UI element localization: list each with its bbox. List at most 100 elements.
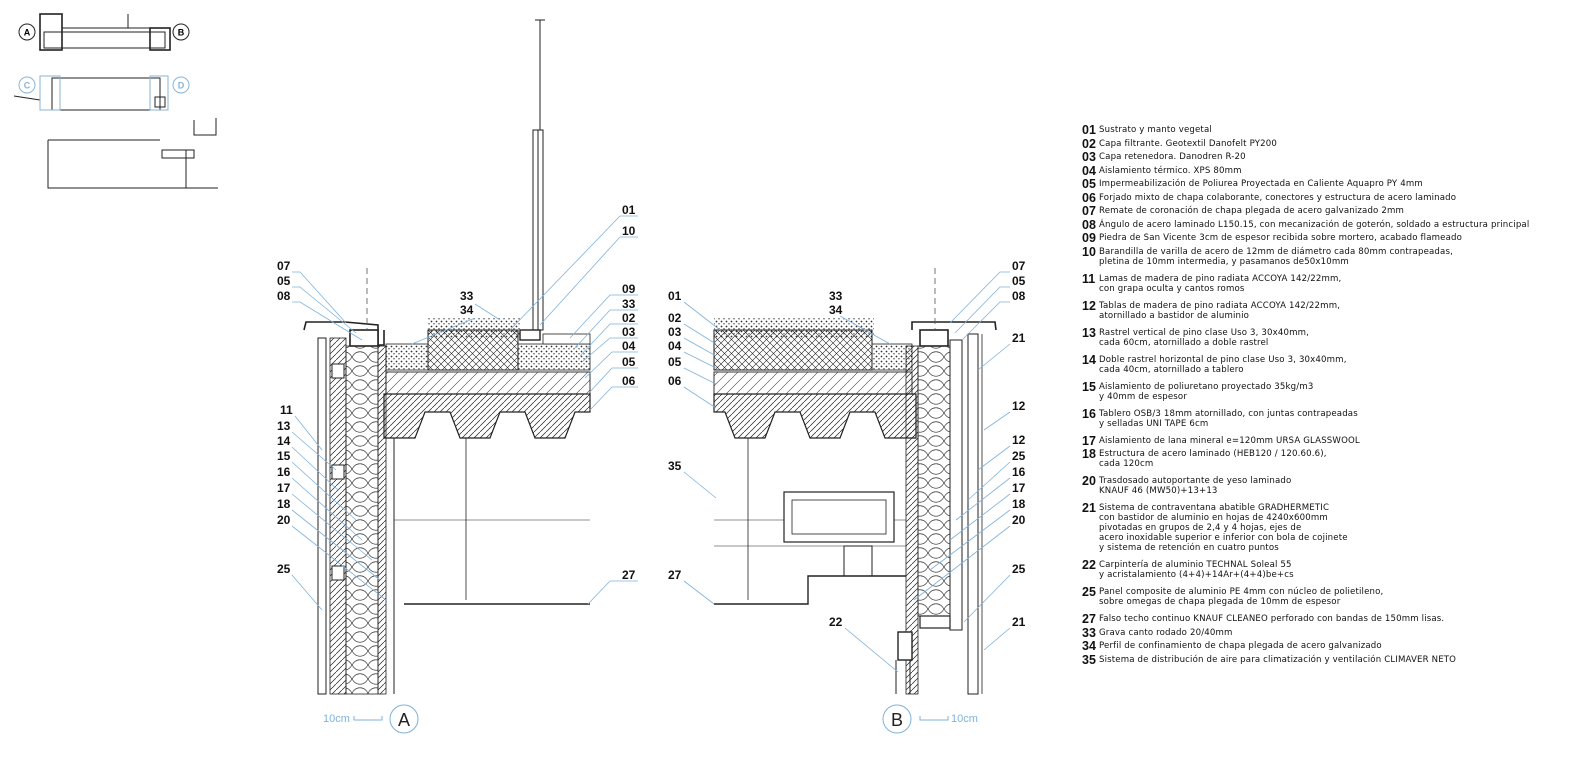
- callout-b-05: 05: [668, 355, 682, 369]
- callout-b-33-top: 33: [829, 289, 843, 303]
- legend-description: Perfil de confinamiento de chapa plegada…: [1099, 641, 1382, 651]
- callout-b-12b: 12: [1012, 433, 1026, 447]
- legend-number: 34: [1082, 639, 1096, 653]
- callout-b-12: 12: [1012, 399, 1026, 413]
- section-b-label: B: [891, 710, 903, 730]
- callout-a-33: 33: [622, 297, 636, 311]
- legend-number: 15: [1082, 379, 1096, 394]
- callout-b-06: 06: [668, 374, 682, 388]
- callout-b-16: 16: [1012, 465, 1026, 479]
- legend-description: Lamas de madera de pino radiata ACCOYA 1…: [1099, 273, 1342, 294]
- callout-a-08: 08: [277, 289, 291, 303]
- shutter: [967, 333, 979, 695]
- section-b: 01 02 03 04 05 06 35 27 22 07 05 08 21 1…: [668, 259, 1026, 734]
- scale-label-a: 10cm: [323, 713, 350, 725]
- callout-b-20: 20: [1012, 513, 1026, 527]
- callout-a-05r: 05: [622, 355, 636, 369]
- callout-a-09: 09: [622, 282, 636, 296]
- callout-a-04: 04: [622, 339, 636, 353]
- coping: [303, 321, 385, 346]
- legend-number: 25: [1082, 585, 1096, 599]
- legend-description: Capa retenedora. Danodren R-20: [1099, 152, 1246, 162]
- callout-b-27: 27: [668, 568, 682, 582]
- callout-a-15: 15: [277, 449, 291, 463]
- legend-description: Carpintería de aluminio TECHNAL Soleal 5…: [1099, 560, 1294, 580]
- legend-description: Aislamiento de lana mineral e=120mm URSA…: [1099, 435, 1360, 446]
- legend-number: 05: [1082, 177, 1096, 191]
- callout-b-35: 35: [668, 459, 682, 473]
- gravel-left: [385, 343, 429, 371]
- legend-number: 22: [1082, 558, 1096, 572]
- callout-b-01: 01: [668, 289, 682, 303]
- legend-description: Sistema de contraventana abatible GRADHE…: [1099, 503, 1348, 553]
- substrate-b: [713, 329, 873, 371]
- callout-a-34-top: 34: [460, 303, 474, 317]
- substrate: [427, 329, 519, 371]
- callout-a-17: 17: [277, 481, 291, 495]
- section-a: 07 05 08 11 13 14 15 16 17 18 20 25 01 1…: [277, 19, 638, 734]
- legend-description: Forjado mixto de chapa colaborante, cone…: [1099, 192, 1457, 203]
- callout-a-25: 25: [277, 562, 291, 576]
- callout-b-21b: 21: [1012, 615, 1026, 629]
- marker-d-label: D: [178, 81, 185, 91]
- legend-description: Sistema de distribución de aire para cli…: [1099, 654, 1457, 665]
- callout-b-07: 07: [1012, 259, 1026, 273]
- callout-a-07: 07: [277, 259, 291, 273]
- timber-slats: [317, 337, 327, 695]
- xps-insulation: [385, 371, 591, 395]
- legend-number: 10: [1082, 244, 1096, 259]
- paving-stone: [542, 333, 591, 345]
- legend-number: 04: [1082, 163, 1096, 178]
- steel-angle: [349, 329, 379, 347]
- window-frame: [897, 631, 913, 661]
- callout-a-11: 11: [280, 403, 293, 417]
- legend-number: 06: [1082, 190, 1096, 205]
- section-b-marker: [882, 704, 912, 734]
- legend-number: 16: [1082, 406, 1096, 421]
- legend-description: Remate de coronación de chapa plegada de…: [1099, 206, 1404, 216]
- battens: [329, 337, 347, 695]
- callout-a-16: 16: [277, 465, 291, 479]
- legend-description: Capa filtrante. Geotextil Danofelt PY200: [1099, 138, 1277, 149]
- section-b-callouts: 01 02 03 04 05 06 35 27 22 07 05 08 21 1…: [668, 259, 1026, 629]
- legend-number: 08: [1082, 217, 1096, 232]
- legend-description: Trasdosado autoportante de yeso laminado…: [1099, 476, 1292, 496]
- legend-description: Estructura de acero laminado (HEB120 / 1…: [1099, 449, 1327, 469]
- marker-c-label: C: [24, 81, 31, 91]
- section-a-label: A: [398, 710, 410, 730]
- callout-a-01: 01: [622, 203, 636, 217]
- callout-b-25b: 25: [1012, 562, 1026, 576]
- callout-a-10: 10: [622, 224, 636, 238]
- marker-a-label: A: [24, 28, 31, 38]
- callout-a-05: 05: [277, 274, 291, 288]
- legend-number: 07: [1082, 204, 1096, 218]
- legend-number: 27: [1082, 612, 1096, 626]
- callout-b-22: 22: [829, 615, 843, 629]
- gravel-b: [871, 343, 913, 371]
- legend-number: 13: [1082, 325, 1096, 340]
- callout-b-34-top: 34: [829, 303, 843, 317]
- legend-number: 35: [1082, 652, 1096, 667]
- legend-description: Impermeabilización de Poliurea Proyectad…: [1099, 179, 1423, 189]
- legend-description: Aislamiento de poliuretano proyectado 35…: [1099, 381, 1314, 402]
- gravel-right: [517, 343, 591, 371]
- legend-description: Doble rastrel horizontal de pino clase U…: [1099, 354, 1347, 375]
- legend-number: 21: [1082, 501, 1096, 515]
- legend-number: 01: [1082, 123, 1096, 137]
- marker-b-label: B: [178, 28, 185, 38]
- callout-b-04: 04: [668, 339, 682, 353]
- callout-a-27: 27: [622, 568, 636, 582]
